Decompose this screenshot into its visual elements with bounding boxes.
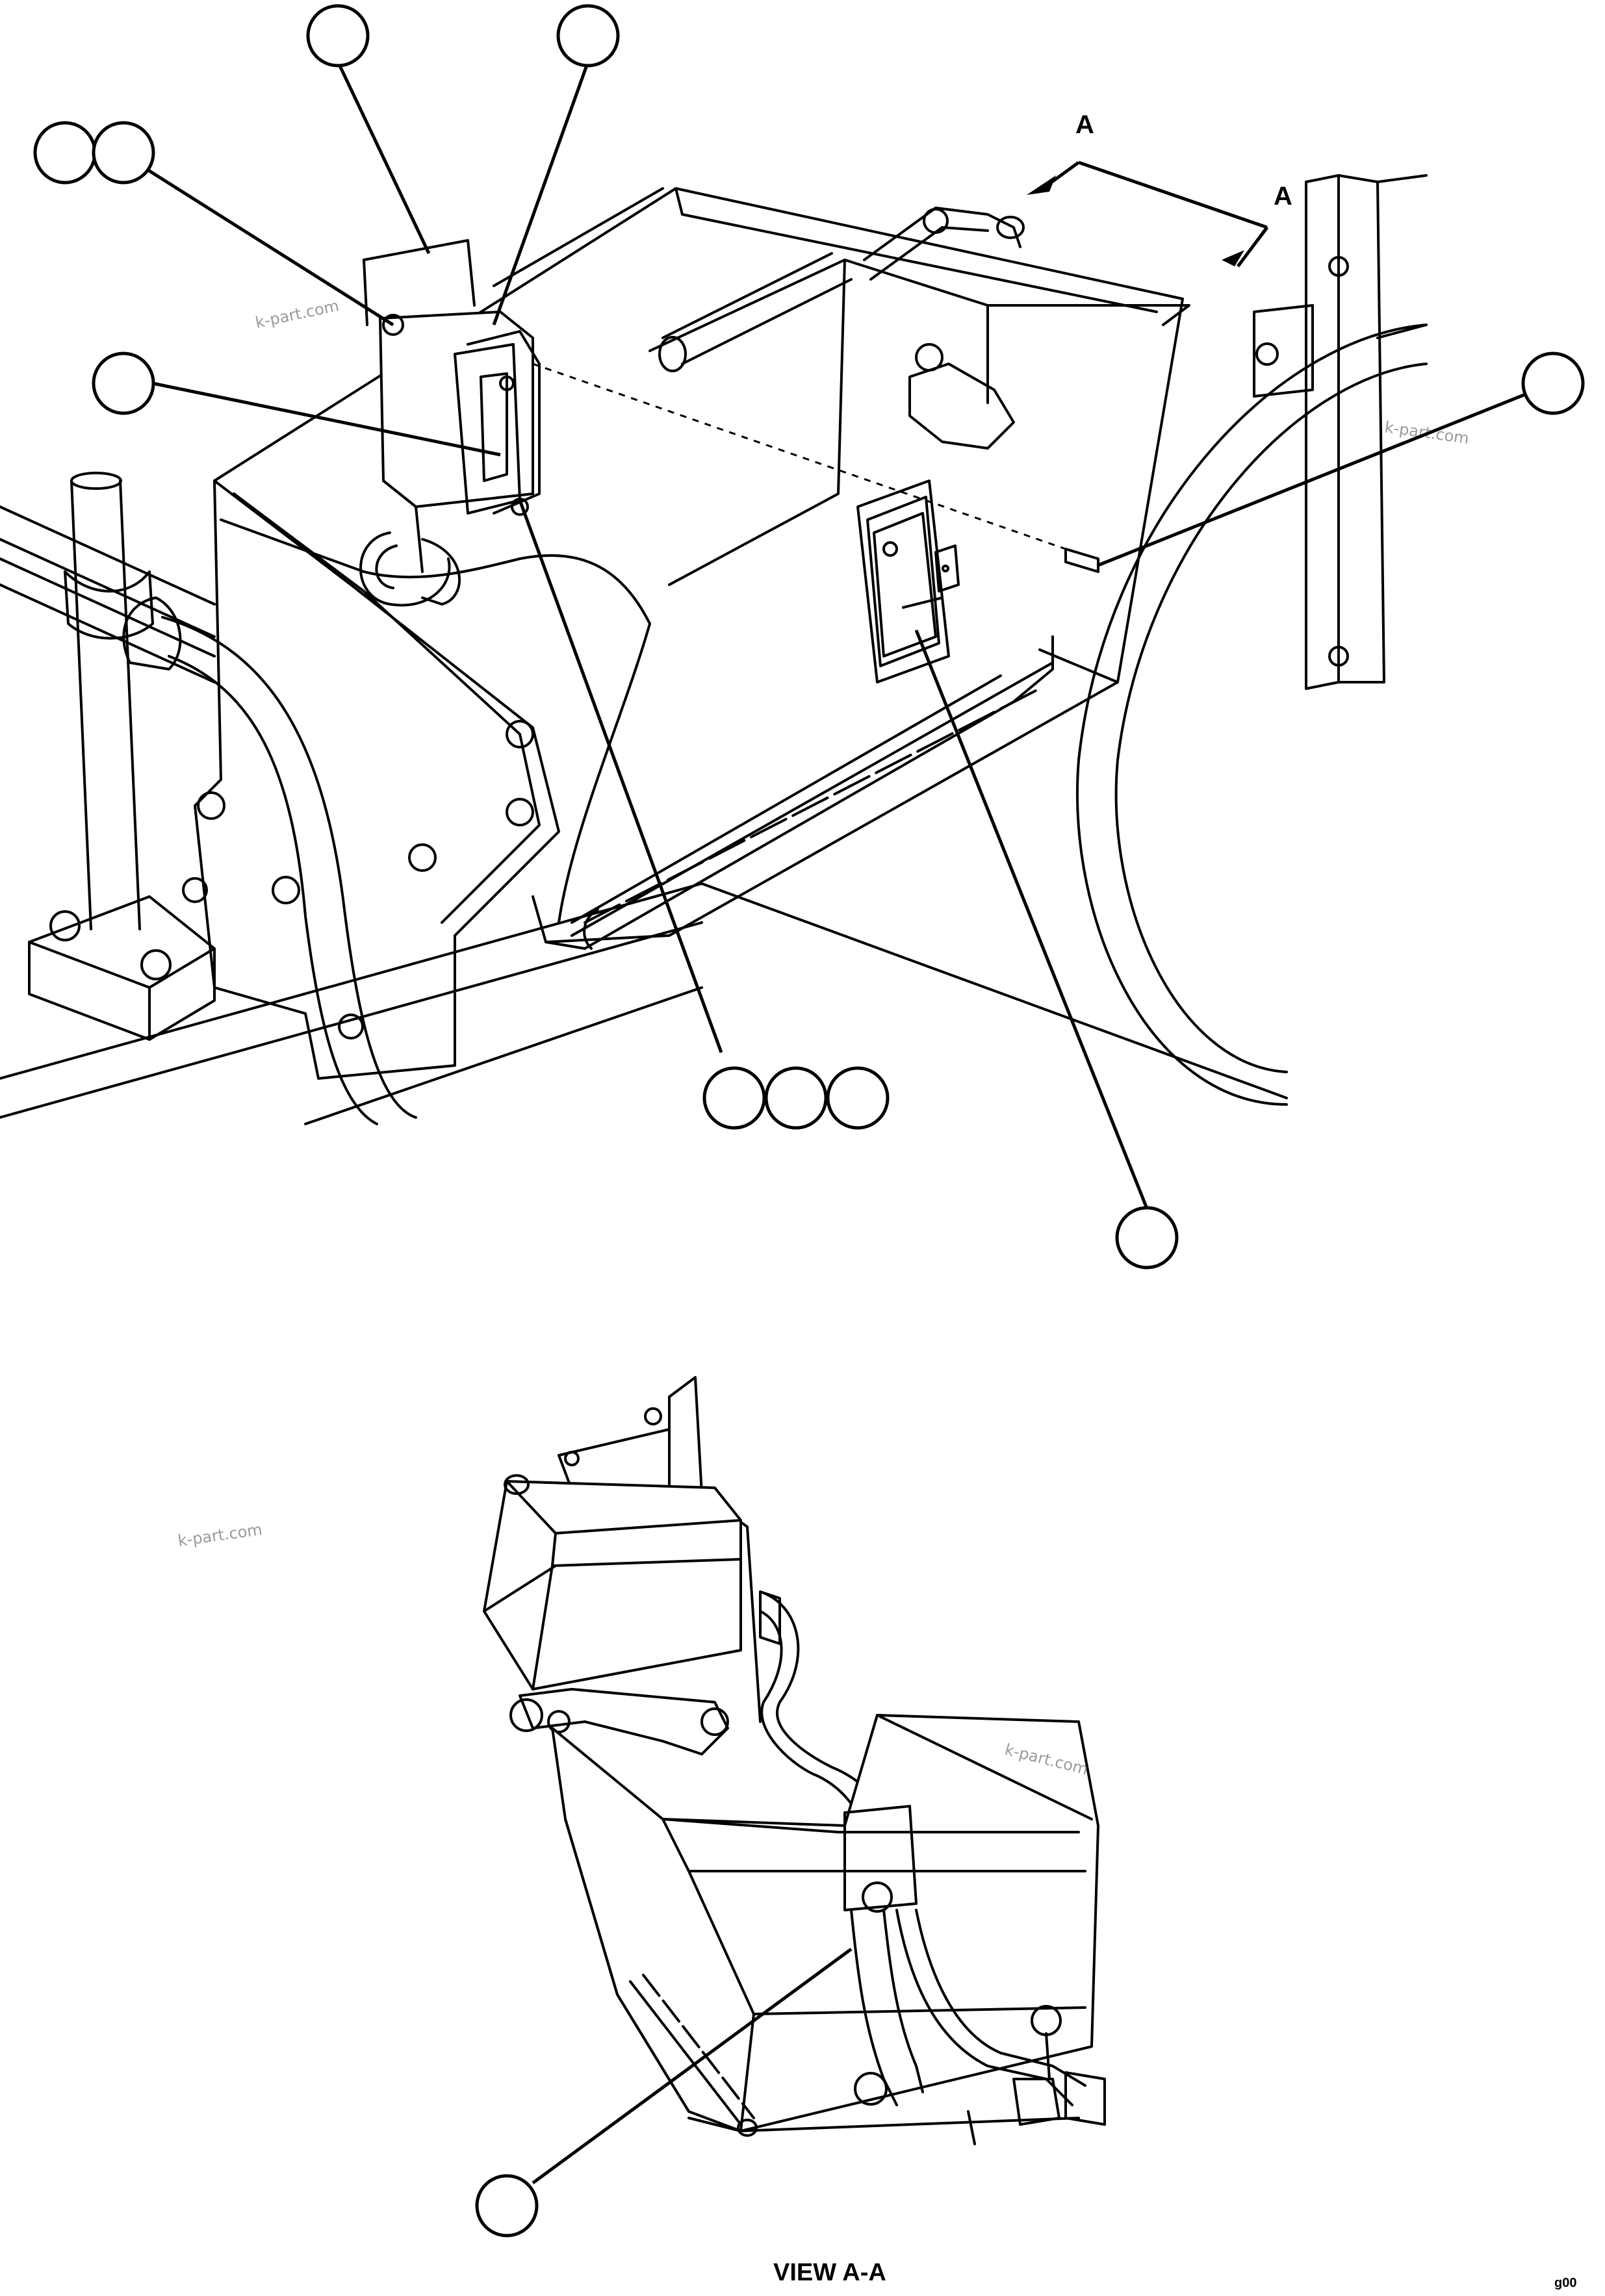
callout-circle [33,121,97,185]
switch-box [379,311,534,508]
callout-circle [764,1066,828,1130]
view-title: VIEW A-A [773,2259,886,2286]
linkage [519,1688,729,1755]
right-bracket [1305,174,1340,690]
section-marker-top: A [1075,110,1094,139]
section-marker-right: A [1274,182,1292,210]
pin [1064,548,1099,573]
callout-circle [556,4,620,68]
corner-code: g00 [1554,2276,1576,2290]
watermark-1: k-part.com [253,296,340,332]
frame-beam [0,882,1288,1099]
base-block [28,895,216,1041]
lower-tank [551,1714,1099,2132]
drum-outline [1075,324,1428,1106]
tube-upper [863,207,1021,261]
section-arrow-head-right [1222,250,1244,266]
hinge [629,1980,742,2126]
callout-circle [826,1066,890,1130]
connector [1064,2071,1106,2126]
clamp [843,1805,918,1911]
main-assembly-view: A A k-part.com k-part.com [0,4,1585,1269]
callout-circle [306,4,370,68]
watermark-3: k-part.com [177,1520,263,1550]
view-a-a: k-part.com k-part.com VIEW A-A [177,1376,1106,2286]
socket-box [856,479,950,683]
alignment-line [532,363,1066,550]
callout-circle [92,351,155,415]
callout-circle [475,2174,539,2238]
hose [161,616,417,1119]
callout-circle [702,1066,766,1130]
vertical-tube [70,479,92,930]
callout-circle [92,121,155,185]
section-arrow-line [1078,160,1268,229]
section-arrow-head-left [1027,175,1056,195]
callout-circle [1115,1206,1179,1269]
callout-circle [1521,351,1585,415]
